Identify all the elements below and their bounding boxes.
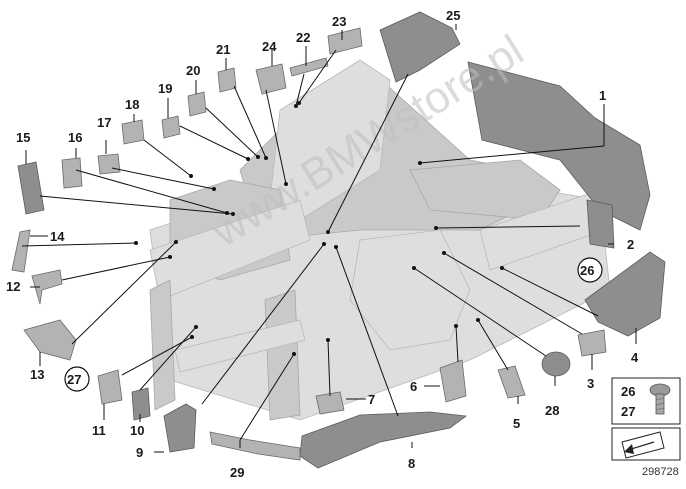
callout-15: 15 [16,130,30,145]
part-25-panel [379,11,461,83]
part-17-bracket [97,153,121,175]
part-14-bracket [11,229,31,273]
callout-14: 14 [50,229,65,244]
callout-19: 19 [158,81,172,96]
part-9-bracket [163,403,197,453]
legend-label-26: 26 [621,384,635,399]
front-body-structure [149,59,611,421]
component-parts [11,11,666,469]
callout-24: 24 [262,39,277,54]
callout-1: 1 [599,88,606,103]
callout-17: 17 [97,115,111,130]
part-3-bracket [577,329,607,357]
callout-8: 8 [408,456,415,471]
svg-text:26: 26 [580,263,594,278]
circled-callout-27: 27 [64,366,90,392]
callout-6: 6 [410,379,417,394]
part-5-bracket [497,365,526,399]
part-21-bracket [217,67,237,93]
callout-23: 23 [332,14,346,29]
arrow-icon [621,431,665,459]
svg-text:27: 27 [67,372,81,387]
part-2-plate [586,199,615,249]
callout-16: 16 [68,130,82,145]
part-12-bracket [31,269,63,305]
part-1-wheelhouse-panel [467,61,651,231]
callout-22: 22 [296,30,310,45]
callout-9: 9 [136,445,143,460]
callout-5: 5 [513,416,520,431]
part-4-panel [584,251,666,337]
screw-icon [649,383,671,415]
callout-13: 13 [30,367,44,382]
part-19-bracket [161,115,181,139]
part-20-bracket [187,91,207,117]
callout-29: 29 [230,465,244,480]
callout-12: 12 [6,279,20,294]
callout-21: 21 [216,42,230,57]
part-15-panel [17,161,45,215]
legend-label-27: 27 [621,404,635,419]
leader-dots [134,101,504,356]
callout-28: 28 [545,403,559,418]
callout-11: 11 [92,423,106,438]
part-29-bracket [209,431,301,461]
diagram-number: 298728 [642,466,679,478]
callout-25: 25 [446,8,460,23]
part-11-bracket [97,369,123,405]
part-10-bracket [131,387,151,421]
part-24-bracket [255,63,287,95]
part-7-clip [315,391,345,415]
fastener-legend-box: 26 27 [611,377,681,425]
part-28-grommet [541,351,571,377]
part-18-bracket [121,119,145,145]
callout-7: 7 [368,392,375,407]
callout-10: 10 [130,423,144,438]
part-13-bracket [23,319,77,361]
callout-20: 20 [186,63,200,78]
callout-3: 3 [587,376,594,391]
part-23-bracket [327,27,363,55]
leader-lines [21,24,637,453]
callout-4: 4 [631,350,639,365]
part-16-bracket [61,157,83,189]
part-6-bracket [439,359,467,403]
part-22-strip [289,57,329,77]
direction-indicator-box [611,427,681,461]
callout-18: 18 [125,97,139,112]
circled-callout-26: 26 [577,257,603,283]
part-8-underbody-panel [299,411,468,469]
callout-labels: 1 2 3 4 5 6 7 8 9 10 11 12 13 14 15 16 1… [6,8,639,480]
callout-2: 2 [627,237,634,252]
